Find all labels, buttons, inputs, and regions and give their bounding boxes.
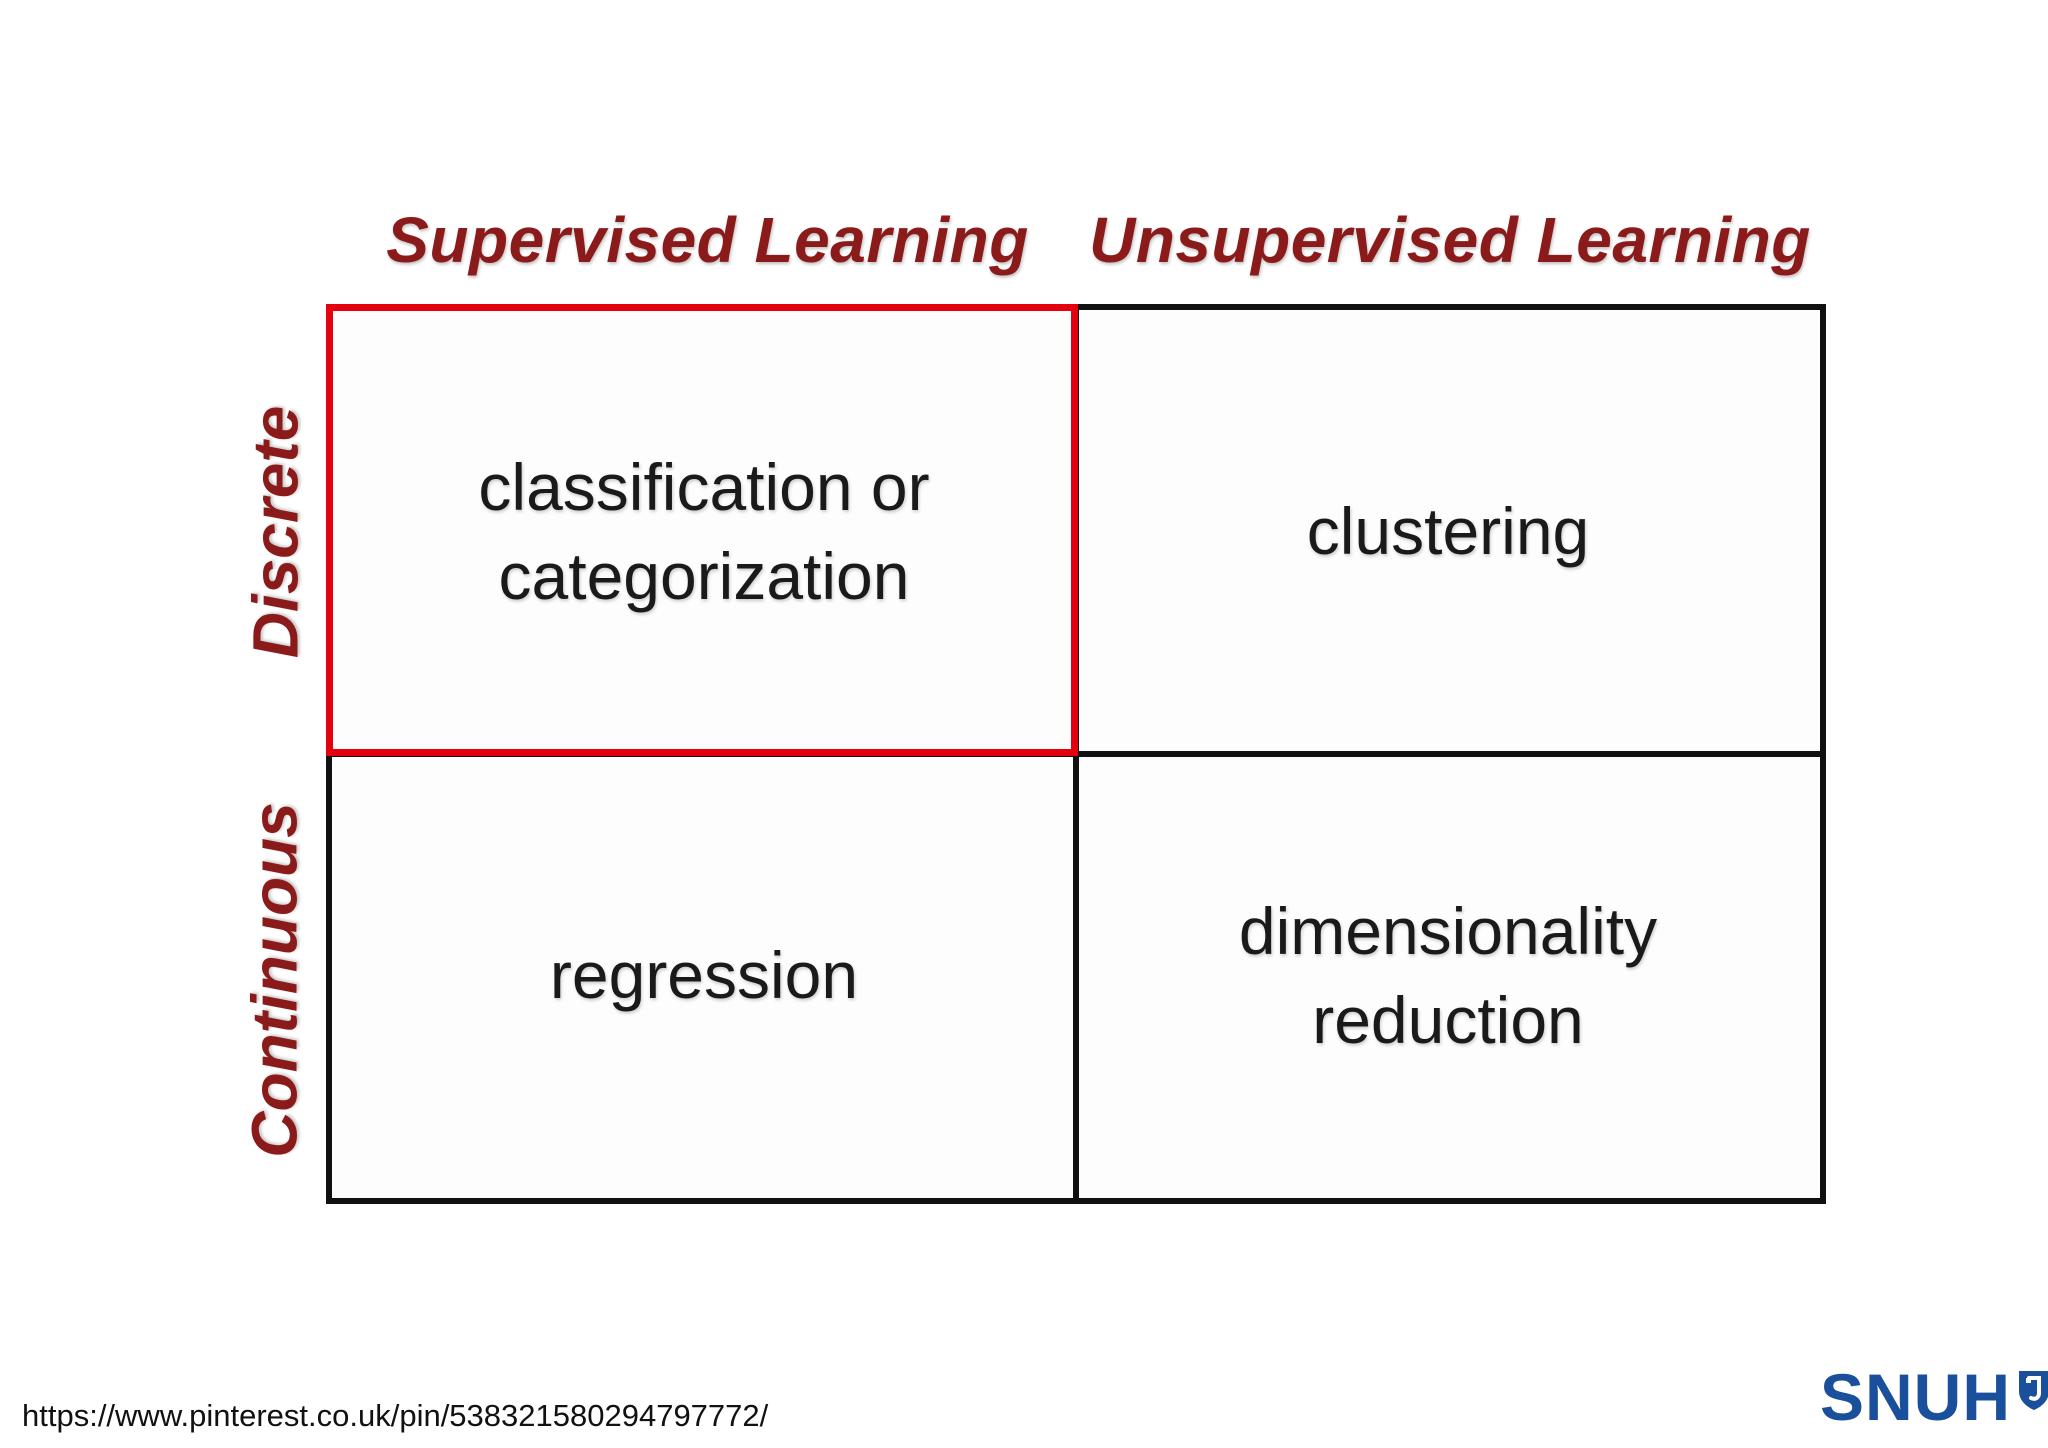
source-url: https://www.pinterest.co.uk/pin/53832158… bbox=[22, 1398, 769, 1433]
cell-regression-line-1: regression bbox=[549, 938, 859, 1013]
snuh-shield-icon bbox=[2017, 1369, 2048, 1411]
row-header-discrete: Discrete bbox=[239, 405, 311, 659]
column-header-unsupervised: Unsupervised Learning bbox=[1089, 204, 1811, 276]
cell-classification-line-1: classification or bbox=[478, 449, 930, 524]
logo-text: SNUH bbox=[1820, 1360, 2012, 1434]
highlight-box-classification bbox=[326, 304, 1078, 756]
snuh-logo: SNUH bbox=[1820, 1360, 2048, 1434]
cell-classification-line-2: categorization bbox=[498, 539, 910, 613]
cell-dimensionality-reduction: dimensionality reduction bbox=[1076, 754, 1820, 1198]
cell-clustering: clustering bbox=[1076, 310, 1820, 754]
cell-dimensionality-line-2: reduction bbox=[1312, 983, 1584, 1057]
cell-classification: classification or categorization bbox=[332, 310, 1076, 754]
row-header-continuous: Continuous bbox=[239, 802, 311, 1158]
row-header-continuous-wrap: Continuous bbox=[230, 756, 320, 1204]
cell-dimensionality-line-1: dimensionality bbox=[1238, 893, 1658, 968]
column-header-supervised: Supervised Learning bbox=[386, 204, 1029, 276]
cell-regression: regression bbox=[332, 754, 1076, 1198]
row-header-discrete-wrap: Discrete bbox=[230, 308, 320, 756]
cell-clustering-line-1: clustering bbox=[1306, 494, 1590, 569]
